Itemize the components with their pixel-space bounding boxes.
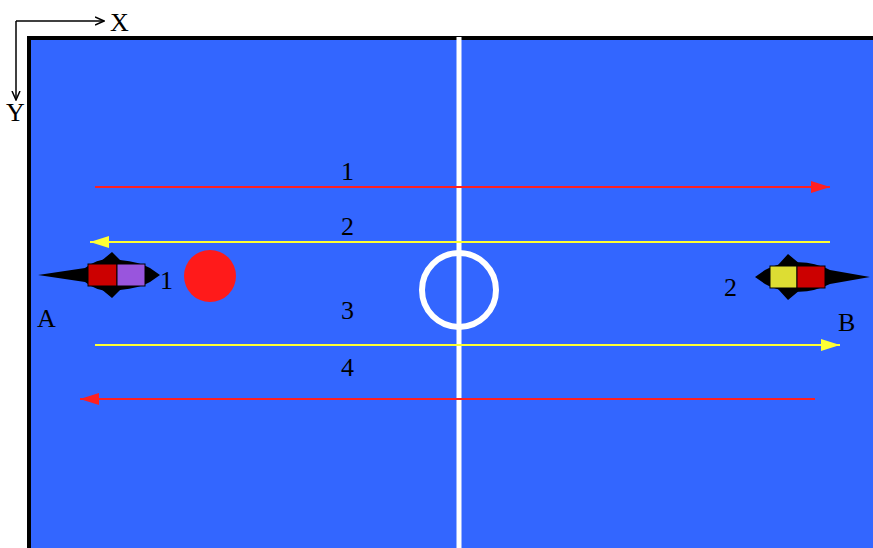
path-number: 3 bbox=[341, 298, 354, 324]
field-border bbox=[27, 37, 31, 548]
robot-number: 2 bbox=[724, 275, 737, 301]
robot-number: 1 bbox=[160, 268, 173, 294]
axis-label: Y bbox=[6, 100, 25, 126]
field bbox=[28, 37, 873, 548]
center-circle bbox=[422, 253, 496, 327]
path-arrow bbox=[90, 241, 830, 243]
path-number: 2 bbox=[341, 214, 354, 240]
field-border bbox=[27, 36, 873, 40]
path-arrow bbox=[95, 344, 840, 346]
path-number: 1 bbox=[341, 159, 354, 185]
path-arrow bbox=[80, 398, 815, 400]
robot-fish bbox=[755, 254, 870, 300]
robot-fish bbox=[38, 252, 160, 298]
ball bbox=[184, 250, 236, 302]
y-axis bbox=[15, 21, 17, 100]
robot-name: B bbox=[838, 310, 855, 336]
robot-name: A bbox=[37, 306, 56, 332]
x-axis bbox=[16, 20, 104, 22]
center-line bbox=[457, 37, 462, 548]
path-arrow bbox=[95, 186, 830, 188]
axis-label: X bbox=[110, 10, 129, 36]
path-number: 4 bbox=[341, 355, 354, 381]
